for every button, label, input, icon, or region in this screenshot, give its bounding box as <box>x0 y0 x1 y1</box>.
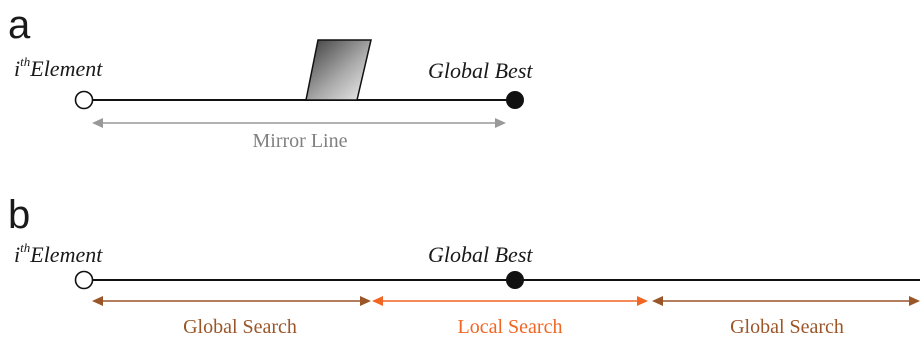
mirror-line-label: Mirror Line <box>253 130 348 152</box>
mirror-line-arrow <box>92 118 506 128</box>
panel-a: a ithElement Global Best Mirror Line <box>8 3 533 152</box>
global-search-label-right: Global Search <box>730 316 844 338</box>
panel-a-letter: a <box>8 3 31 47</box>
global-search-arrow-right <box>652 296 920 306</box>
panel-a-element-label: ithElement <box>14 54 103 81</box>
element-label-superscript: th <box>20 54 30 69</box>
panel-b-element-point <box>74 270 94 290</box>
element-label-i: i <box>14 56 20 81</box>
local-search-arrow <box>372 296 648 306</box>
element-label-text: Element <box>29 56 103 81</box>
global-search-label-left: Global Search <box>183 316 297 338</box>
mirror-icon <box>305 39 372 101</box>
panel-a-global-best-label: Global Best <box>428 58 533 83</box>
panel-b-global-best-label: Global Best <box>428 242 533 267</box>
panel-a-element-point <box>74 90 94 110</box>
element-label-text: Element <box>29 242 103 267</box>
panel-a-global-best-point <box>506 91 524 109</box>
local-search-label: Local Search <box>458 316 563 338</box>
global-search-arrow-left <box>92 296 371 306</box>
element-label-superscript: th <box>20 240 30 255</box>
element-label-i: i <box>14 242 20 267</box>
panel-b-letter: b <box>8 193 30 237</box>
panel-b: b ithElement Global Best Global Search L… <box>8 193 920 338</box>
panel-b-element-label: ithElement <box>14 240 103 267</box>
panel-b-global-best-point <box>506 271 524 289</box>
